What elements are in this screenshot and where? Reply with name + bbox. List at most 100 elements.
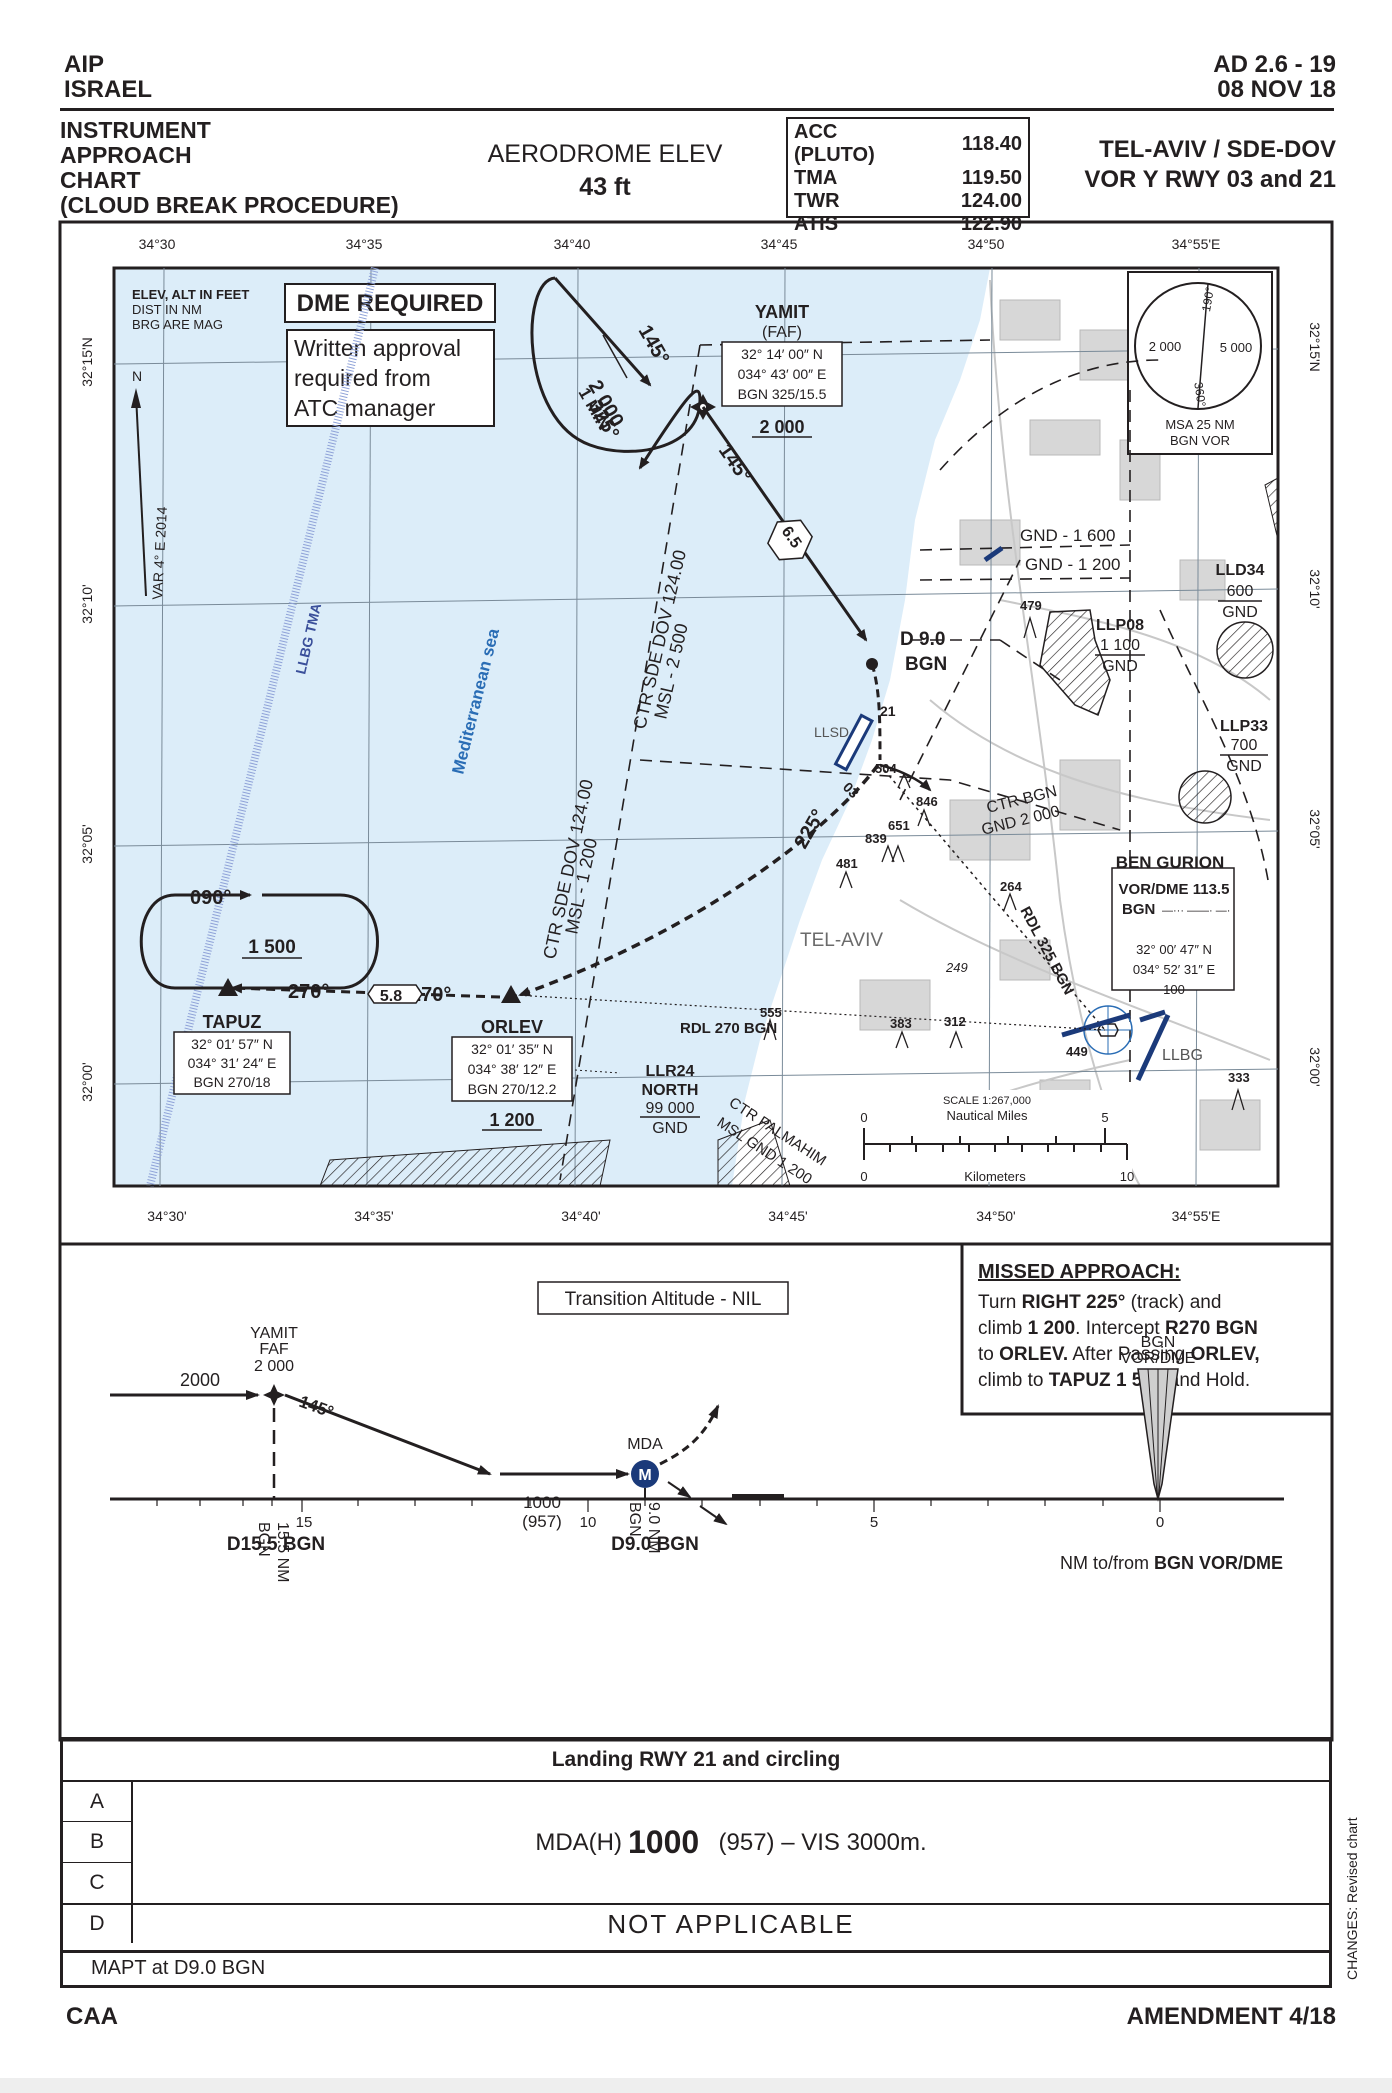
missed-line-3: to ORLEV. After Passing ORLEV,: [978, 1344, 1260, 1365]
minima-title: Landing RWY 21 and circling: [63, 1740, 1329, 1782]
gnd1600-label: GND - 1 600: [1020, 526, 1115, 545]
missed-approach-arrow: [879, 763, 932, 792]
llr24-bottom: GND: [652, 1120, 688, 1137]
yamit-role: (FAF): [762, 324, 802, 341]
hatched-area-south: [319, 1139, 611, 1187]
profile-yamit-icon: [263, 1384, 285, 1406]
lld34-top: 600: [1227, 583, 1254, 600]
lon-tick: 34°30: [139, 236, 176, 252]
distance-box-58: [367, 984, 423, 1004]
obstacle-elev: 839: [865, 831, 887, 846]
gnd1200-label: GND - 1 200: [1025, 555, 1120, 574]
obstacle-elev: 249: [945, 960, 968, 975]
org-line2: ISRAEL: [64, 76, 153, 103]
restricted-area-edge: [1264, 477, 1279, 541]
profile-missed-climb: [659, 1404, 720, 1466]
d9-ref: BGN: [905, 654, 947, 675]
obstacle-elev: 846: [916, 794, 938, 809]
llp33-bottom: GND: [1226, 758, 1262, 775]
runway-profile-bar: [732, 1494, 784, 1500]
obstacle-icon: [1003, 892, 1017, 911]
plan-view: 34°30 34°35 34°40 34°45 34°50 34°55'E 34…: [58, 220, 1334, 1246]
ben-gurion-lon: 034° 52′ 31″ E: [1133, 962, 1216, 977]
lon-ticks-top: 34°30 34°35 34°40 34°45 34°50 34°55'E: [139, 236, 1221, 252]
lon-tick: 34°30': [147, 1208, 186, 1224]
chart-type: INSTRUMENT APPROACH CHART (CLOUD BREAK P…: [60, 118, 399, 218]
scale-nm-label: Nautical Miles: [947, 1108, 1028, 1123]
llp33-top: 700: [1231, 737, 1258, 754]
lon-tick: 34°35: [346, 236, 383, 252]
rwy21-label: 21: [880, 703, 896, 719]
missed-approach-turn: [518, 763, 880, 997]
north-arrowhead-icon: [131, 388, 141, 408]
lat-tick: 32°15'N: [79, 337, 95, 387]
lon-tick: 34°45: [761, 236, 798, 252]
chart-type-line: INSTRUMENT: [60, 117, 211, 143]
orlev-box: [451, 1036, 573, 1102]
yamit-lat: 32° 14′ 00″ N: [741, 346, 823, 362]
page-number: AD 2.6 - 19: [1213, 51, 1336, 78]
profile-tick: 0: [1156, 1514, 1164, 1531]
yamit-name: YAMIT: [755, 302, 809, 322]
profile-tick: 15: [296, 1514, 313, 1531]
ben-gurion-name: BEN GURION: [1116, 853, 1225, 872]
msa-bearing-bottom: 360°: [1191, 381, 1208, 408]
msa-caption: MSA 25 NM: [1165, 417, 1234, 432]
category-d-not-applicable: NOT APPLICABLE: [607, 1909, 855, 1939]
orlev-name: ORLEV: [481, 1017, 543, 1037]
profile-descent-arrow-1: [667, 1481, 692, 1499]
dme-required: DME REQUIRED: [297, 290, 484, 317]
obstacle-elev: 479: [1020, 598, 1042, 613]
orlev-brg: BGN 270/12.2: [468, 1081, 557, 1097]
mediterranean-sea: [114, 268, 990, 1186]
missed-approach-straight: [870, 663, 882, 761]
holding-yamit-inbound: [553, 277, 652, 387]
ben-gurion-ident: BGN: [1122, 901, 1155, 918]
tapuz-hold-track: 090°: [190, 887, 231, 909]
profile-nm-to-from: NM to/from BGN VOR/DME: [1060, 1553, 1283, 1573]
obstacle-elev: 264: [1000, 879, 1022, 894]
profile-tick: 5: [870, 1514, 878, 1531]
rdl325-line: [879, 764, 1106, 1031]
hatched-area-palmahim: [717, 1119, 791, 1187]
missed-line-1: Turn RIGHT 225° (track) and: [978, 1292, 1221, 1313]
rdl270-label: RDL 270 BGN: [680, 1020, 777, 1037]
runway-llsd: [833, 713, 875, 772]
lld34-bottom: GND: [1222, 604, 1258, 621]
profile-alt-2000: 2000: [180, 1370, 220, 1390]
chart-type-line: APPROACH: [60, 142, 192, 168]
profile-bgn-2: BGN: [626, 1502, 643, 1537]
yamit-box: [721, 341, 843, 407]
mda-prefix: MDA(H): [535, 1828, 622, 1856]
obstacle-icon: [881, 844, 905, 863]
obstacle-elev: 333: [1228, 1070, 1250, 1085]
tapuz-lat: 32° 01′ 57″ N: [191, 1036, 273, 1052]
yamit-alt: 2 000: [759, 417, 804, 437]
ben-gurion-elev: 100: [1163, 982, 1185, 997]
obstacle-elev: 481: [836, 856, 858, 871]
llsd-label: LLSD: [814, 724, 849, 740]
obstacle-elev: 504: [875, 761, 897, 776]
freq-row: ACC (PLUTO)118.40: [794, 121, 1022, 166]
runway-llbg-2: [1139, 1009, 1166, 1023]
mapt-icon: [631, 1460, 659, 1488]
obstacle-icon: [839, 870, 853, 889]
profile-descent-arrow-2: [699, 1505, 728, 1526]
d9-name: D 9.0: [900, 629, 945, 650]
profile-dist-9-0: 9.0 NM: [645, 1502, 662, 1554]
transition-altitude: Transition Altitude - NIL: [565, 1289, 762, 1310]
profile-yamit-alt: 2 000: [254, 1358, 294, 1375]
msa-divider: [1197, 283, 1209, 409]
obstacle-icons: [763, 615, 1245, 1111]
obstacle-icon: [895, 1030, 909, 1049]
runway-llbg-3: [1135, 1013, 1171, 1082]
tel-aviv-label: TEL-AVIV: [800, 930, 883, 951]
header-rule: [60, 108, 1334, 111]
obstacle-icon: [1231, 1087, 1245, 1111]
page-bottom-band: [0, 2078, 1392, 2093]
org-line1: AIP: [64, 51, 105, 78]
category-column: A B C D: [63, 1782, 133, 1943]
lat-tick: 32°05': [79, 824, 95, 863]
